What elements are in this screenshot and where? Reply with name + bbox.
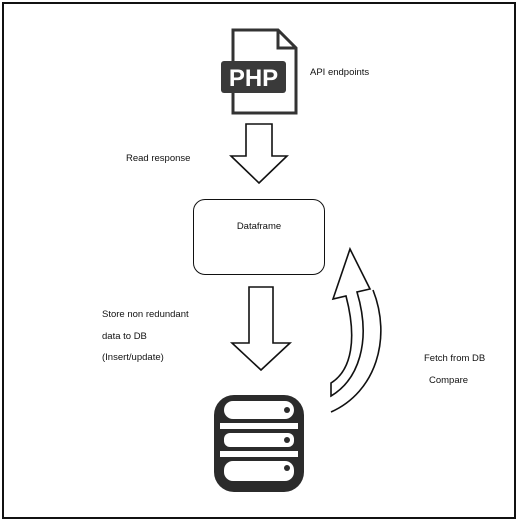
php-badge-text: PHP bbox=[229, 65, 278, 92]
dataframe-label: Dataframe bbox=[236, 221, 282, 232]
fetch-label-line1: Fetch from DB bbox=[424, 353, 486, 364]
store-label-line2: data to DB bbox=[102, 331, 147, 342]
store-label-line3: (Insert/update) bbox=[102, 352, 164, 363]
dataframe-node: Dataframe bbox=[193, 199, 325, 275]
api-endpoints-label: API endpoints bbox=[310, 67, 370, 78]
store-label-line1: Store non redundant bbox=[102, 309, 189, 320]
fetch-label-line2: Compare bbox=[429, 375, 469, 386]
diagram-frame bbox=[2, 2, 516, 519]
read-response-label: Read response bbox=[126, 153, 191, 164]
